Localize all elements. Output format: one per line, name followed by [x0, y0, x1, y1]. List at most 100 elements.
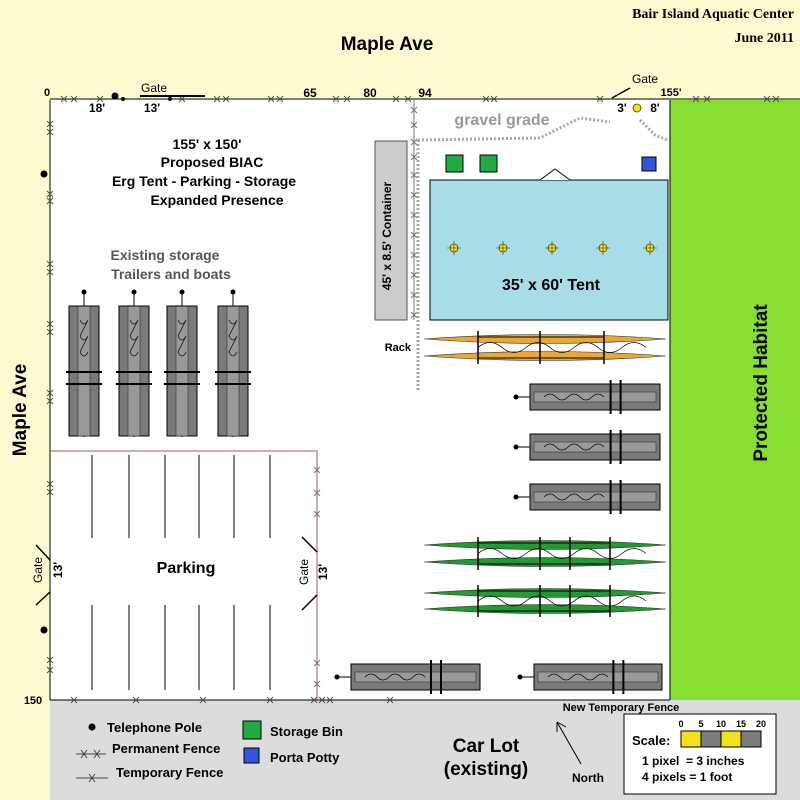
light-ray [643, 241, 657, 255]
fence-mark [410, 138, 418, 146]
scale-panel [623, 713, 777, 795]
fence-mark [313, 489, 321, 497]
legend-telephone-pole: Telephone Pole [107, 720, 202, 735]
gate-west [35, 591, 51, 606]
street-name-west: Maple Ave [10, 364, 31, 457]
fence-mark [313, 466, 321, 474]
marker-18: 18' [89, 101, 105, 115]
gate-post [121, 97, 125, 101]
trailer-hitch [131, 289, 137, 295]
storage-bin-icon [242, 720, 262, 740]
site-presence: Expanded Presence [150, 192, 283, 208]
existing-storage-trailers [66, 289, 251, 437]
scale-tick: 5 [698, 719, 703, 729]
permanent-fence-icon [76, 749, 106, 759]
trailer-hitch [513, 444, 519, 450]
trailer-strap [79, 319, 89, 357]
gate-label-top-right: Gate [632, 72, 658, 86]
fence-mark [410, 171, 418, 179]
trailer-hitch [513, 494, 519, 500]
fence-mark [332, 95, 340, 103]
light-icon [632, 103, 642, 113]
trailer-boat [533, 391, 657, 403]
north-label: North [572, 771, 604, 785]
scale-note-pixel: 1 pixel = 3 inches [642, 754, 745, 768]
fence-mark [313, 680, 321, 688]
tent-entrance [539, 168, 571, 181]
trailer-strap [364, 673, 426, 681]
marker-65: 65 [303, 86, 317, 100]
trailer-strap [177, 319, 187, 357]
fence-mark [410, 153, 418, 161]
marker-0: 0 [44, 87, 50, 99]
street-name-north: Maple Ave [341, 34, 434, 55]
light-ray [545, 241, 559, 255]
fence-mark [763, 95, 771, 103]
legend-temporary-fence: Temporary Fence [116, 765, 223, 780]
fence-mark [392, 95, 400, 103]
habitat-label: Protected Habitat [751, 304, 772, 462]
gate-label-west: Gate [31, 557, 45, 583]
scale-tick: 0 [678, 719, 683, 729]
fence-mark [46, 397, 54, 405]
scale-box: Scale: 0 5 10 15 20 1 pixel = 3 inches 4… [623, 713, 777, 795]
trailer-boat [354, 671, 477, 683]
gate-west [35, 544, 51, 561]
marker-8: 8' [650, 101, 660, 115]
telephone-pole-icon [88, 723, 96, 731]
fence-mark [46, 197, 54, 205]
fence-mark [410, 311, 418, 319]
temporary-fence-icon [76, 773, 108, 783]
fence-mark [46, 389, 54, 397]
scale-tick: 15 [736, 719, 746, 729]
scale-segment [680, 730, 702, 748]
gravel-grade [416, 116, 668, 390]
fence-mark [692, 95, 700, 103]
fence-mark [410, 291, 418, 299]
trailer-strap [543, 493, 605, 501]
rack-strap [477, 342, 647, 353]
fence-mark [410, 191, 418, 199]
legend-permanent-fence: Permanent Fence [112, 741, 220, 756]
protected-habitat-area [670, 100, 800, 700]
fence-mark [482, 95, 490, 103]
fence-mark [318, 696, 326, 704]
gate-parking [301, 594, 318, 611]
map-date: June 2011 [734, 31, 794, 46]
fence-mark [46, 480, 54, 488]
telephone-pole [111, 92, 119, 100]
fence-mark [410, 231, 418, 239]
legend-porta-potty: Porta Potty [270, 750, 340, 765]
fence-mark [266, 696, 274, 704]
car-lot-sublabel: (existing) [444, 759, 528, 780]
marker-94: 94 [418, 86, 432, 100]
marker-13: 13' [144, 101, 160, 115]
trailer-hitch [513, 394, 519, 400]
fence-mark [70, 95, 78, 103]
fence-mark [276, 95, 284, 103]
trailer-hitch [230, 289, 236, 295]
storage-sublabel: Trailers and boats [111, 266, 231, 282]
fence-mark [410, 106, 418, 114]
fence-mark [386, 696, 394, 704]
fence-mark [596, 95, 604, 103]
tent-label: 35' x 60' Tent [502, 277, 601, 294]
fence-mark [60, 95, 68, 103]
fence-mark [46, 190, 54, 198]
parking-fence [50, 450, 318, 700]
scale-tick: 20 [756, 719, 766, 729]
gate-post [168, 97, 172, 101]
marker-150: 150 [24, 695, 42, 707]
new-fence-label: New Temporary Fence [563, 702, 680, 714]
legend-storage-bin: Storage Bin [270, 724, 343, 739]
fence-mark [132, 696, 140, 704]
trailer-boat [537, 671, 659, 683]
fence-mark [46, 128, 54, 136]
tent-lights [447, 241, 657, 255]
legend: Telephone Pole Permanent Fence Temporary… [76, 720, 343, 783]
trailer-hitch [334, 674, 340, 680]
fence-mark [310, 696, 318, 704]
trailer-hitch [81, 289, 87, 295]
fence-mark [70, 696, 78, 704]
